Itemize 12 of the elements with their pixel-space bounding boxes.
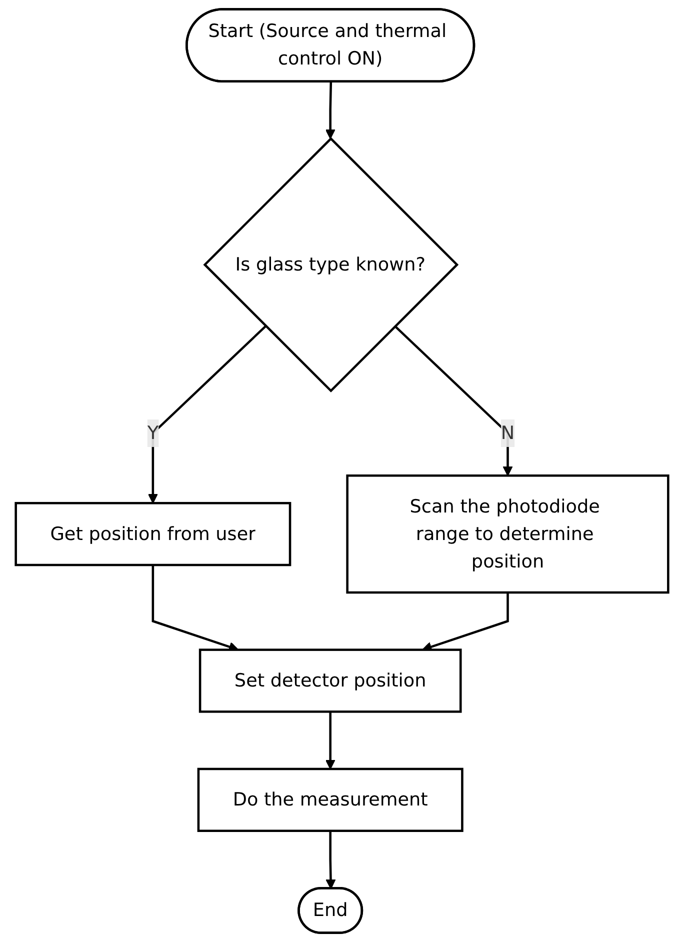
node-box: Scan the photodiode range to determine position	[346, 474, 670, 594]
node-box: Get position from user	[14, 502, 292, 566]
node-box: Do the measurement	[197, 768, 464, 832]
node-box: Set detector position	[198, 648, 462, 713]
edge-label: N	[500, 422, 515, 444]
edge-label: Y	[147, 422, 159, 444]
arrow	[148, 325, 266, 504]
arrow	[326, 830, 336, 890]
arrow	[394, 325, 513, 476]
arrow	[325, 712, 336, 770]
arrow	[325, 82, 336, 140]
node-diamond: Is glass type known?	[203, 137, 459, 392]
